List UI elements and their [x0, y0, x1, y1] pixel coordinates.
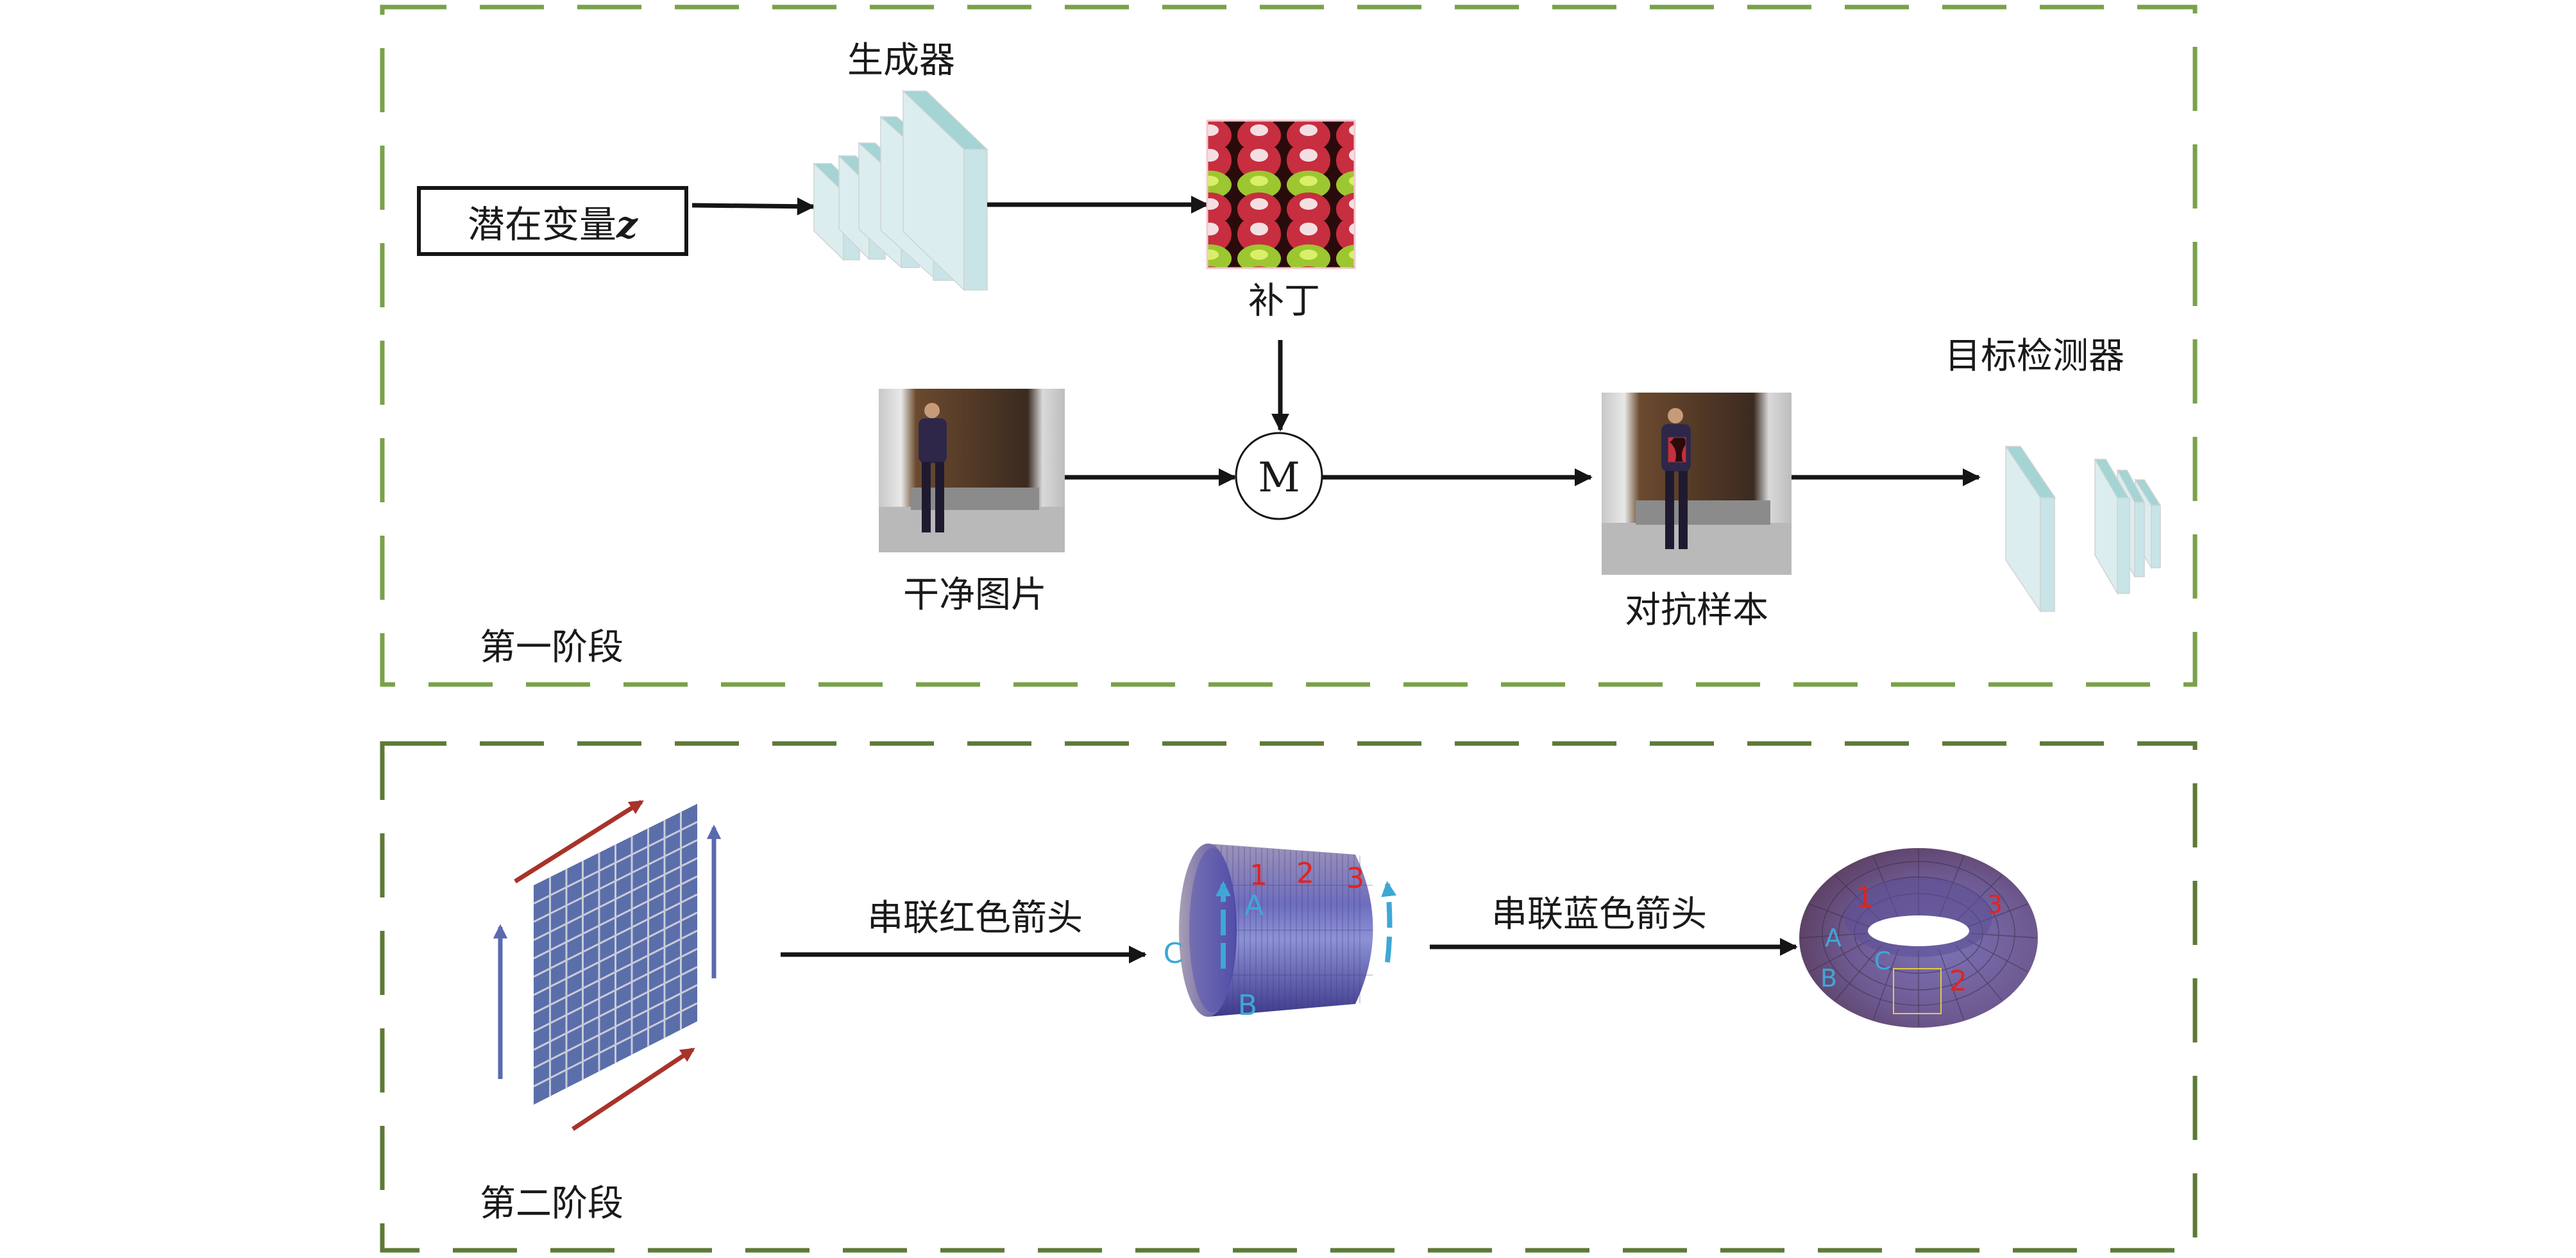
- cylinder-mark-2: 2: [1296, 857, 1314, 890]
- torus-mark-2: 2: [1949, 965, 1967, 998]
- cylinder-mark-A: A: [1244, 889, 1264, 922]
- detector-network-icon: [2004, 445, 2162, 613]
- torus-meridian: [1955, 944, 2003, 1001]
- person-head: [1668, 408, 1683, 423]
- stage2-label: 第二阶段: [480, 1183, 623, 1225]
- cylinder-surface: [1179, 844, 1373, 1017]
- red-arrow-top: [514, 800, 644, 883]
- cylinder-mark-C: C: [1163, 937, 1183, 970]
- adversarial-image: [1602, 393, 1792, 575]
- torus-mark-1: 1: [1856, 881, 1874, 914]
- grid-line: [533, 893, 698, 978]
- torus-meridian: [1872, 948, 1899, 1020]
- torus-mark-3: 3: [1987, 890, 2003, 919]
- generator-layer: [902, 90, 988, 291]
- detector-layer: [2004, 445, 2056, 613]
- cyan-arrow-cylinder-right: [1381, 881, 1397, 963]
- applied-patch: [1668, 437, 1686, 463]
- stage1-label: 第一阶段: [480, 627, 623, 668]
- patch-label: 补丁: [1248, 280, 1320, 322]
- concat-blue-arrows-label: 串联蓝色箭头: [1491, 894, 1707, 935]
- cylinder-mark-1: 1: [1250, 859, 1267, 892]
- person-head: [924, 403, 940, 418]
- cylinder-mark-3: 3: [1346, 862, 1364, 895]
- torus-meridian: [1938, 948, 1965, 1020]
- grid-line: [533, 912, 698, 996]
- grid-line: [533, 965, 698, 1051]
- generator-network-icon: [813, 90, 988, 291]
- torus-highlight-box: [1893, 968, 1942, 1014]
- grid-line: [533, 1002, 698, 1087]
- adversarial-sample-label: 对抗样本: [1625, 590, 1768, 631]
- torus-meridian: [1967, 939, 2028, 973]
- cylinder-mark-B: B: [1237, 989, 1258, 1022]
- latent-variable-label: 潜在变量z: [468, 202, 638, 246]
- torus-mark-C: C: [1874, 947, 1892, 975]
- torus-mark-B: B: [1820, 964, 1838, 992]
- stage2-panel-border: [380, 741, 2198, 1253]
- stage1-panel-border: [380, 4, 2198, 687]
- flat-patch-grid: [533, 804, 698, 1105]
- torus-surface: [1799, 848, 2038, 1028]
- merge-operator-symbol: M: [1258, 454, 1300, 502]
- torus-mark-A: A: [1825, 924, 1842, 952]
- detector-layer: [2094, 457, 2130, 595]
- grid-line: [533, 948, 698, 1033]
- object-detector-label: 目标检测器: [1945, 336, 2124, 377]
- torus-hole: [1868, 915, 1969, 946]
- grid-line: [533, 839, 698, 923]
- generator-label: 生成器: [847, 40, 955, 81]
- torus-meridian: [1835, 944, 1882, 1001]
- latent-variable-box: 潜在变量z: [417, 186, 688, 256]
- grid-line: [533, 857, 698, 941]
- arrow-latent-to-generator: [691, 197, 815, 216]
- patch-image: [1206, 119, 1356, 269]
- grid-line: [533, 984, 698, 1069]
- torus-meridian: [1809, 939, 1870, 973]
- grid-line: [533, 820, 698, 905]
- concat-red-arrows-label: 串联红色箭头: [867, 897, 1083, 939]
- grid-line: [533, 930, 698, 1014]
- grid-line: [533, 875, 698, 960]
- red-arrow-bottom: [572, 1048, 695, 1131]
- clean-image: [879, 389, 1065, 552]
- clean-image-label: 干净图片: [903, 574, 1047, 616]
